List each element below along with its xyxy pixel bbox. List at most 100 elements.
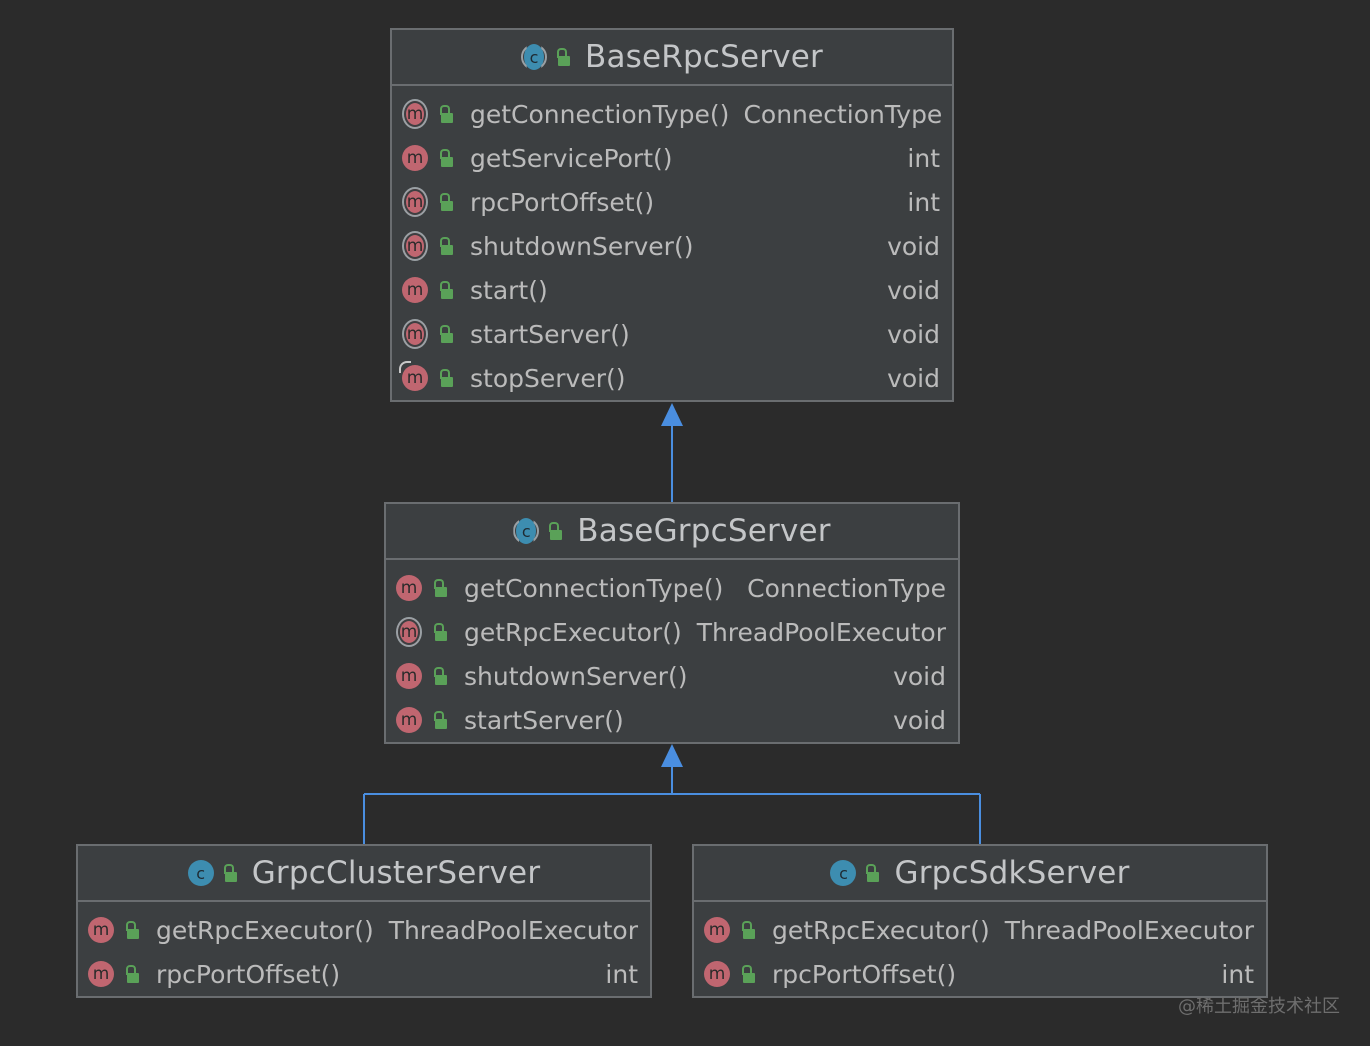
member-row[interactable]: m shutdownServer() void (386, 654, 958, 698)
public-lock-icon (438, 149, 454, 167)
abstract-method-icon: m (404, 321, 426, 347)
class-name: GrpcClusterServer (251, 855, 541, 891)
public-lock-icon (438, 281, 454, 299)
public-lock-icon (438, 237, 454, 255)
public-lock-icon (740, 921, 756, 939)
abstract-method-icon: m (404, 101, 426, 127)
method-icon: m (704, 961, 730, 987)
method-name: rpcPortOffset() (772, 959, 957, 989)
class-name: BaseRpcServer (584, 39, 823, 75)
method-name: startServer() (470, 319, 630, 349)
abstract-class-icon: c (513, 518, 539, 544)
member-list: m getRpcExecutor() ThreadPoolExecutor m … (78, 902, 650, 996)
return-type: void (887, 363, 940, 393)
inheritance-arrowhead-top (661, 403, 683, 426)
class-box-base-grpc-server[interactable]: c BaseGrpcServer m getConnectionType() C… (384, 502, 960, 744)
return-type: int (907, 143, 940, 173)
member-row[interactable]: m startServer() void (386, 698, 958, 742)
method-name: startServer() (464, 705, 624, 735)
abstract-method-icon: m (404, 233, 426, 259)
return-type: void (887, 231, 940, 261)
member-row[interactable]: m getConnectionType() ConnectionType (386, 566, 958, 610)
public-lock-icon (438, 105, 454, 123)
return-type: ConnectionType (747, 573, 946, 603)
class-name: BaseGrpcServer (577, 513, 831, 549)
return-type: ConnectionType (743, 99, 943, 129)
class-box-base-rpc-server[interactable]: c BaseRpcServer m getConnectionType() Co… (390, 28, 954, 402)
method-icon: m (704, 917, 730, 943)
public-lock-icon (222, 864, 238, 882)
public-lock-icon (432, 667, 448, 685)
return-type: void (893, 661, 946, 691)
class-icon: c (830, 860, 857, 886)
public-lock-icon (124, 921, 140, 939)
member-row[interactable]: m getServicePort() int (392, 136, 952, 180)
return-type: void (893, 705, 946, 735)
return-type: int (907, 187, 940, 217)
method-name: getConnectionType() (470, 99, 730, 129)
class-icon: c (187, 860, 214, 886)
method-icon: m (88, 917, 114, 943)
public-lock-icon (432, 623, 448, 641)
return-type: ThreadPoolExecutor (1004, 915, 1254, 945)
class-box-grpc-sdk-server[interactable]: c GrpcSdkServer m getRpcExecutor() Threa… (692, 844, 1268, 998)
member-row[interactable]: m rpcPortOffset() int (78, 952, 650, 996)
class-header: c GrpcSdkServer (694, 846, 1266, 902)
method-name: shutdownServer() (470, 231, 694, 261)
method-icon: m (88, 961, 114, 987)
return-type: void (887, 275, 940, 305)
inheritance-arrowhead-middle (661, 744, 683, 767)
return-type: ThreadPoolExecutor (696, 617, 946, 647)
method-name: shutdownServer() (464, 661, 688, 691)
public-lock-icon (432, 579, 448, 597)
return-type: void (887, 319, 940, 349)
class-name: GrpcSdkServer (894, 855, 1130, 891)
class-header: c BaseRpcServer (392, 30, 952, 86)
abstract-method-icon: m (398, 619, 420, 645)
method-icon: m (402, 145, 428, 171)
watermark-text: @稀土掘金技术社区 (1178, 996, 1340, 1017)
overriding-method-icon: m (399, 361, 428, 391)
member-row[interactable]: m getRpcExecutor() ThreadPoolExecutor (78, 908, 650, 952)
member-row[interactable]: m getRpcExecutor() ThreadPoolExecutor (694, 908, 1266, 952)
member-row[interactable]: m shutdownServer() void (392, 224, 952, 268)
method-icon: m (396, 575, 422, 601)
public-lock-icon (432, 711, 448, 729)
abstract-method-icon: m (404, 189, 426, 215)
method-name: rpcPortOffset() (156, 959, 341, 989)
class-header: c GrpcClusterServer (78, 846, 650, 902)
public-lock-icon (438, 369, 454, 387)
abstract-class-icon: c (521, 44, 547, 70)
class-header: c BaseGrpcServer (386, 504, 958, 560)
public-lock-icon (864, 864, 880, 882)
return-type: ThreadPoolExecutor (388, 915, 638, 945)
member-row[interactable]: m getConnectionType() ConnectionType (392, 92, 952, 136)
method-name: stopServer() (470, 363, 626, 393)
method-name: getRpcExecutor() (772, 915, 990, 945)
method-icon: m (396, 663, 422, 689)
member-list: m getRpcExecutor() ThreadPoolExecutor m … (694, 902, 1266, 996)
method-name: start() (470, 275, 548, 305)
public-lock-icon (438, 193, 454, 211)
member-row[interactable]: m stopServer() void (392, 356, 952, 400)
member-row[interactable]: m start() void (392, 268, 952, 312)
member-row[interactable]: m rpcPortOffset() int (694, 952, 1266, 996)
public-lock-icon (740, 965, 756, 983)
method-icon: m (402, 277, 428, 303)
return-type: int (1221, 959, 1254, 989)
public-lock-icon (438, 325, 454, 343)
public-lock-icon (555, 48, 571, 66)
member-list: m getConnectionType() ConnectionType m g… (386, 560, 958, 742)
class-box-grpc-cluster-server[interactable]: c GrpcClusterServer m getRpcExecutor() T… (76, 844, 652, 998)
method-name: getServicePort() (470, 143, 673, 173)
method-name: getConnectionType() (464, 573, 724, 603)
method-name: getRpcExecutor() (156, 915, 374, 945)
public-lock-icon (124, 965, 140, 983)
member-list: m getConnectionType() ConnectionType m g… (392, 86, 952, 400)
member-row[interactable]: m getRpcExecutor() ThreadPoolExecutor (386, 610, 958, 654)
member-row[interactable]: m rpcPortOffset() int (392, 180, 952, 224)
method-name: getRpcExecutor() (464, 617, 682, 647)
member-row[interactable]: m startServer() void (392, 312, 952, 356)
method-icon: m (396, 707, 422, 733)
